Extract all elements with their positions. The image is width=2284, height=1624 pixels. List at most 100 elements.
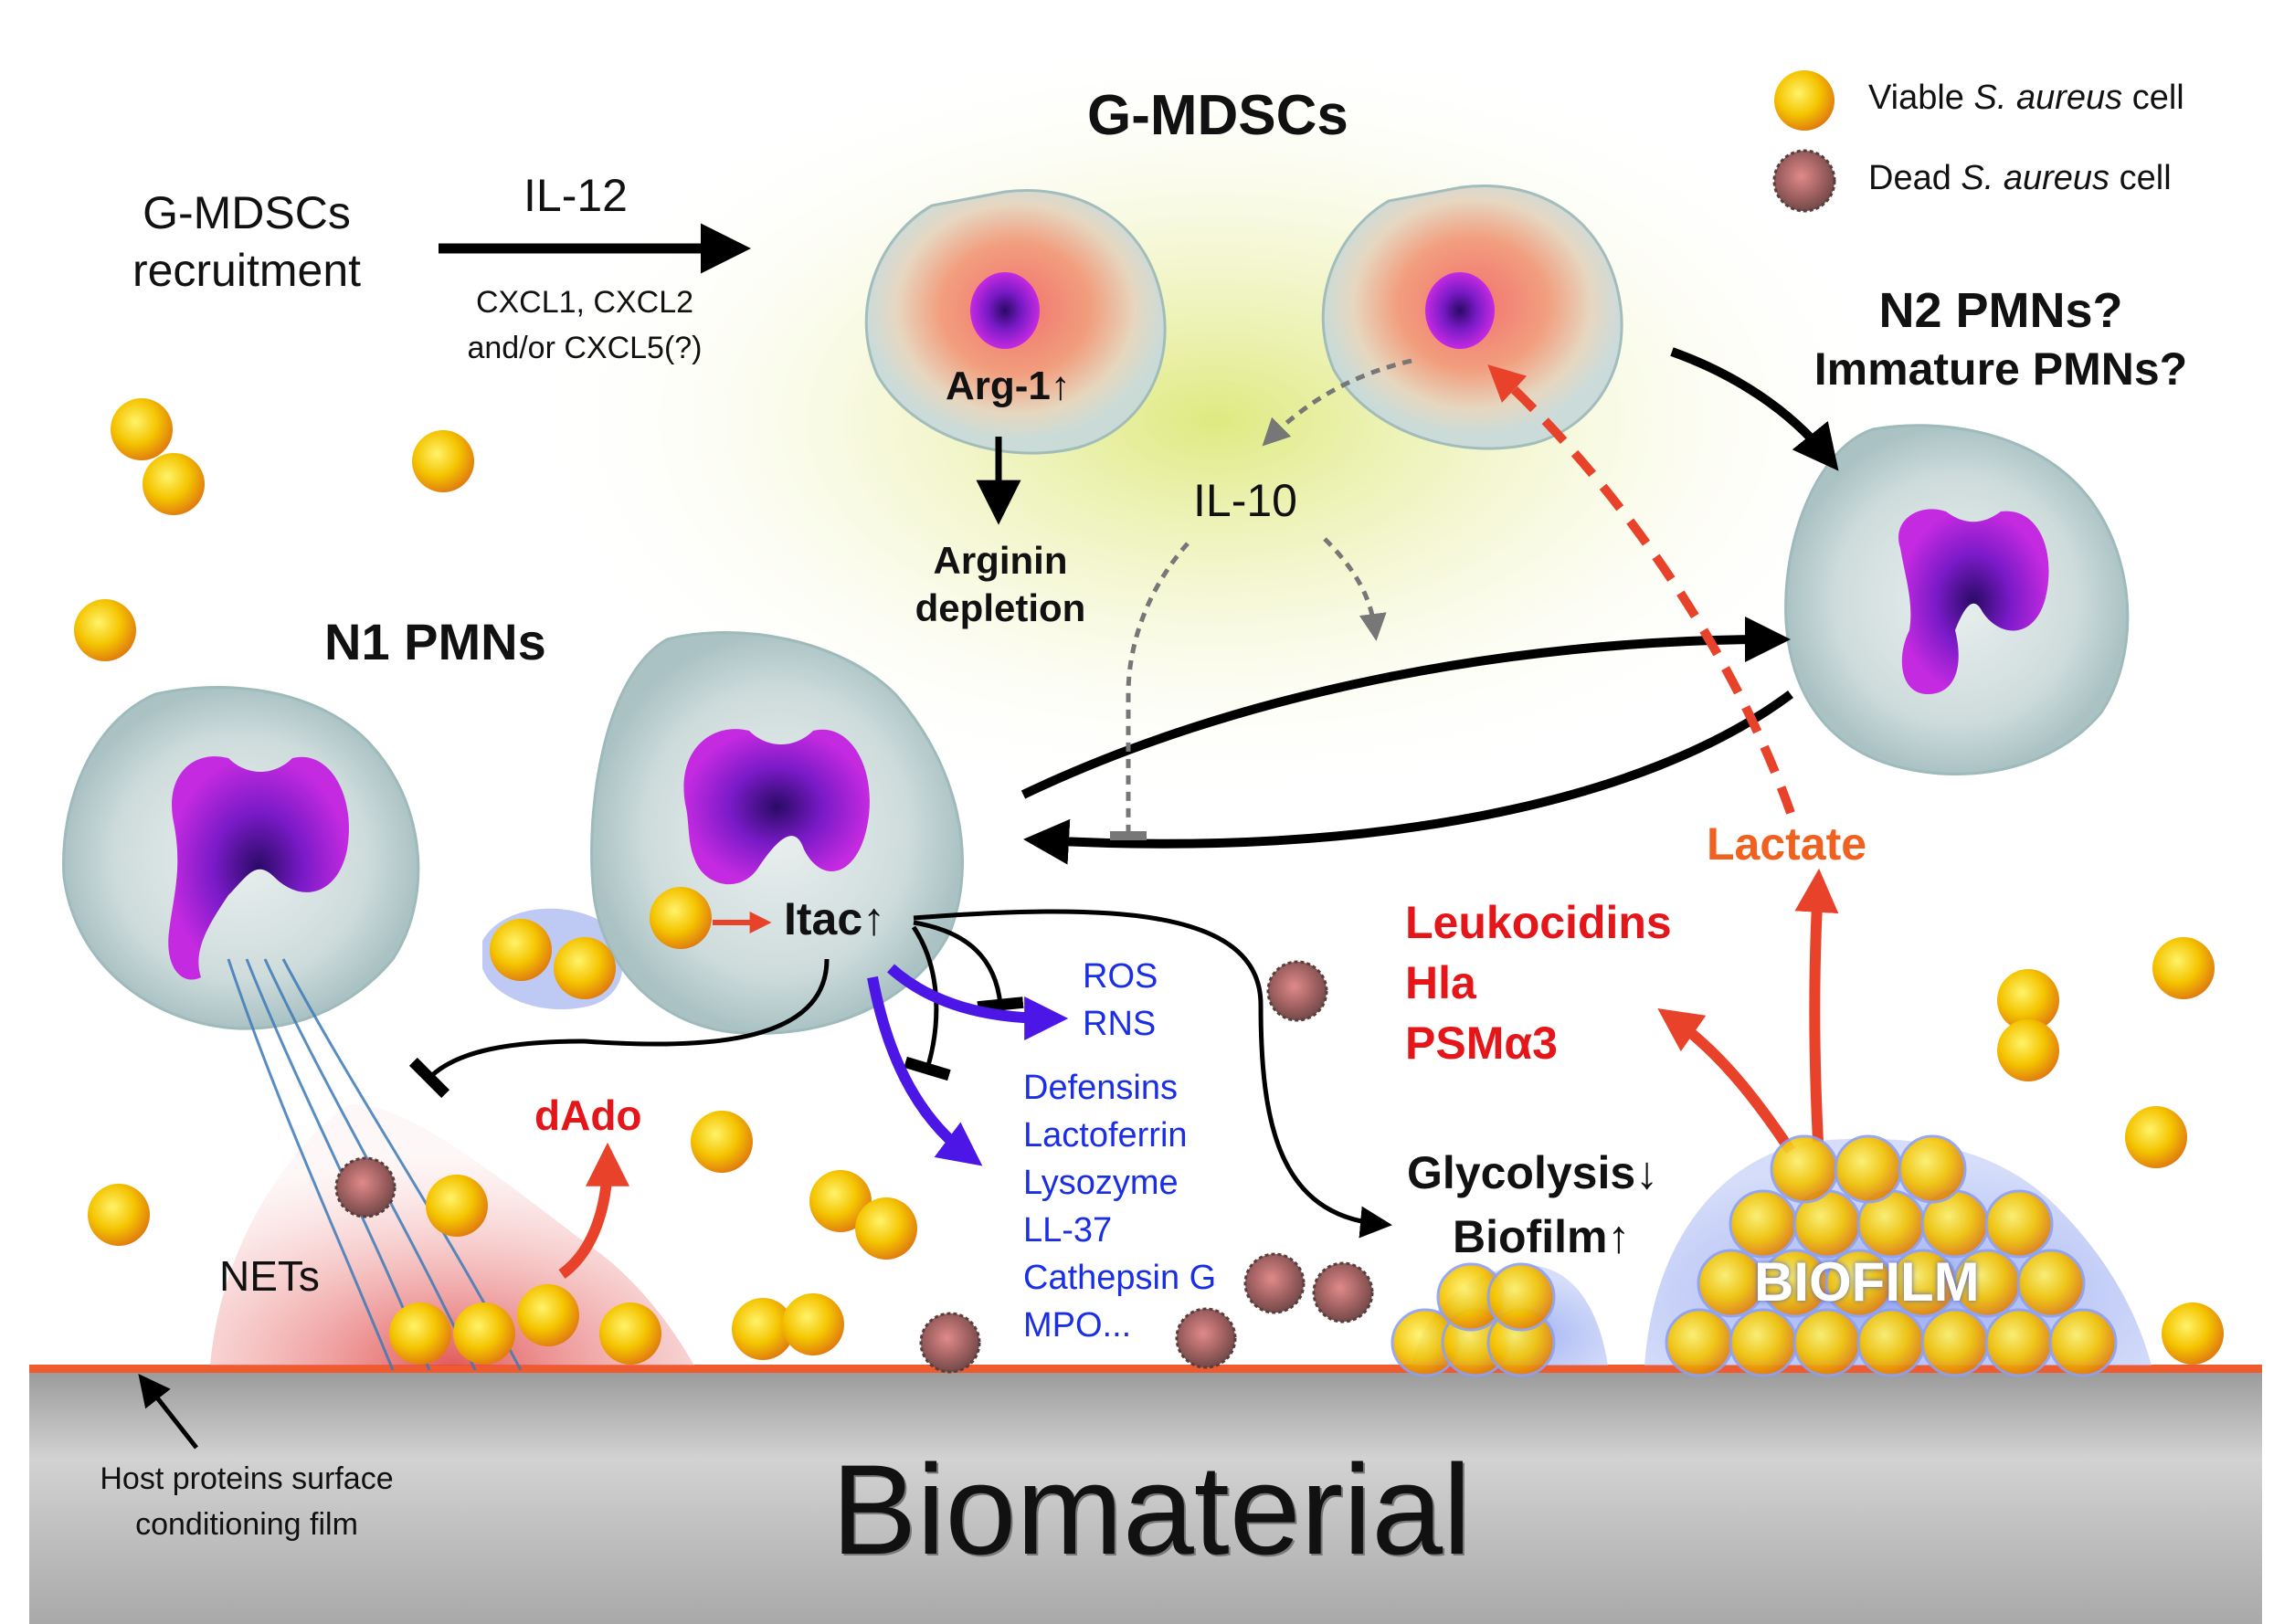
dado-label: dAdo (534, 1091, 642, 1139)
biofilm-bacterium (1770, 1134, 1839, 1204)
viable-bacterium (412, 430, 474, 492)
lactate-label: Lactate (1707, 818, 1867, 870)
viable-bacterium (1997, 1019, 2059, 1081)
biofilm-bacterium (1729, 1189, 1798, 1259)
toxin-item: PSMα3 (1405, 1018, 1558, 1069)
biofilm-bacterium (1792, 1308, 1862, 1377)
recruitment-line2: recruitment (132, 245, 362, 296)
biofilm-label: BIOFILM (1754, 1251, 1980, 1313)
ros-label: ROS (1083, 957, 1158, 996)
peptide-item: MPO... (1023, 1306, 1132, 1345)
legend-viable-icon (1774, 70, 1835, 131)
net-dna-strands (227, 958, 523, 1371)
film-label-line1: Host proteins surface (100, 1461, 394, 1496)
conditioning-film-line (29, 1365, 2262, 1373)
itac-label: Itac↑ (784, 893, 886, 944)
biofilm-bacterium (1856, 1308, 1926, 1377)
viable-bacterium (2162, 1302, 2224, 1365)
dead-bacterium (1243, 1252, 1306, 1314)
arrow-n2-to-n1 (1023, 690, 1793, 865)
biofilm-bacterium (1984, 1189, 2054, 1259)
biofilm-to-lactate-arrow (1794, 868, 1839, 1143)
viable-bacterium (599, 1302, 661, 1365)
dead-bacterium (1312, 1261, 1374, 1323)
il10-inhibition-line (1110, 542, 1190, 840)
g-mdsc-cell-right (1321, 185, 1623, 450)
toxin-item: Leukocidins (1405, 897, 1672, 948)
biofilm-up-label: Biofilm↑ (1453, 1211, 1631, 1262)
viable-bacterium (111, 398, 173, 460)
viable-bacteria (74, 398, 2224, 1377)
viable-bacterium (389, 1302, 451, 1365)
gmdsc-title: G-MDSCs (1087, 84, 1348, 147)
dead-bacterium (1175, 1307, 1237, 1369)
biomaterial-label: Biomaterial (831, 1438, 1472, 1581)
cxcl-line2: and/or CXCL5(?) (467, 331, 703, 365)
peptide-item: Lactoferrin (1023, 1116, 1188, 1155)
mdsc-to-n2-arrow (1670, 347, 1839, 471)
film-pointer-arrow (138, 1373, 198, 1450)
viable-bacterium (855, 1197, 917, 1260)
arg1-label: Arg-1↑ (946, 364, 1071, 408)
biofilm-bacterium (1665, 1308, 1734, 1377)
peptides-blue-arrow (867, 975, 983, 1166)
viable-bacterium (74, 599, 136, 661)
n1-label: N1 PMNs (324, 613, 546, 670)
viable-bacterium (2152, 937, 2215, 999)
rns-label: RNS (1083, 1005, 1157, 1043)
itac-to-nets-inhibition (408, 958, 830, 1099)
film-label-line2: conditioning film (135, 1507, 358, 1542)
peptide-list: Defensins Lactoferrin Lysozyme LL-37 Cat… (1023, 1069, 1216, 1354)
cxcl-line1: CXCL1, CXCL2 (475, 285, 694, 320)
g-mdsc-cell-left (864, 189, 1167, 455)
legend-dead-icon (1772, 149, 1836, 213)
viable-bacterium (2125, 1106, 2187, 1168)
biofilm-bacterium (1729, 1308, 1798, 1377)
toxin-item: Hla (1405, 957, 1476, 1008)
il10-label: IL-10 (1193, 475, 1297, 526)
dead-bacterium (1266, 960, 1328, 1022)
ros-blue-arrow (887, 964, 1069, 1040)
biofilm-bacterium (2048, 1308, 2118, 1377)
biofilm-bacterium (1920, 1308, 1990, 1377)
viable-bacterium (691, 1111, 753, 1173)
peptide-item: Lysozyme (1023, 1164, 1179, 1202)
dead-bacterium (919, 1312, 981, 1374)
recruitment-line1: G-MDSCs (143, 187, 351, 238)
il12-label: IL-12 (523, 170, 628, 221)
viable-bacterium (453, 1302, 515, 1365)
viable-bacterium (809, 1170, 872, 1232)
viable-bacterium (650, 887, 712, 949)
nets-label: NETs (219, 1252, 320, 1300)
viable-bacterium (88, 1184, 150, 1246)
nets-to-dado-arrow (558, 1142, 629, 1279)
biofilm-bacterium (2016, 1249, 2086, 1318)
legend-dead-label: Dead S. aureus cell (1868, 159, 2172, 197)
biomaterial-slab (29, 1370, 2262, 1624)
n1-pmn-left (62, 686, 420, 1030)
viable-bacterium (732, 1298, 794, 1360)
peptide-item: Cathepsin G (1023, 1259, 1217, 1297)
viable-bacterium (517, 1284, 579, 1346)
biofilm-bacterium (1834, 1134, 1903, 1204)
viable-bacterium (1997, 969, 2059, 1031)
biofilm-bacterium (1486, 1262, 1556, 1332)
lactate-dashed-arrow (1487, 364, 1795, 815)
dead-bacterium (334, 1156, 397, 1218)
viable-bacterium (554, 937, 616, 999)
il10-to-cycle-arrow (1323, 537, 1387, 641)
biofilm-bacterium (1898, 1134, 1967, 1204)
legend-viable-label: Viable S. aureus cell (1868, 79, 2184, 117)
arginin-line1: Arginin (933, 539, 1068, 582)
itac-inhibit-ros (913, 920, 1024, 1013)
n2-line2: Immature PMNs? (1813, 343, 2188, 395)
n2-pmn-right (1784, 424, 2130, 775)
biofilm-bacterium (1984, 1308, 2054, 1377)
peptide-item: Defensins (1023, 1069, 1178, 1107)
dead-bacteria (334, 960, 1374, 1374)
biofilm-to-toxins-arrow (1657, 1007, 1795, 1155)
peptide-item: LL-37 (1023, 1211, 1113, 1250)
arginin-line2: depletion (915, 586, 1086, 629)
n2-line1: N2 PMNs? (1878, 283, 2123, 338)
il10-dashed-arrow (1262, 358, 1412, 447)
